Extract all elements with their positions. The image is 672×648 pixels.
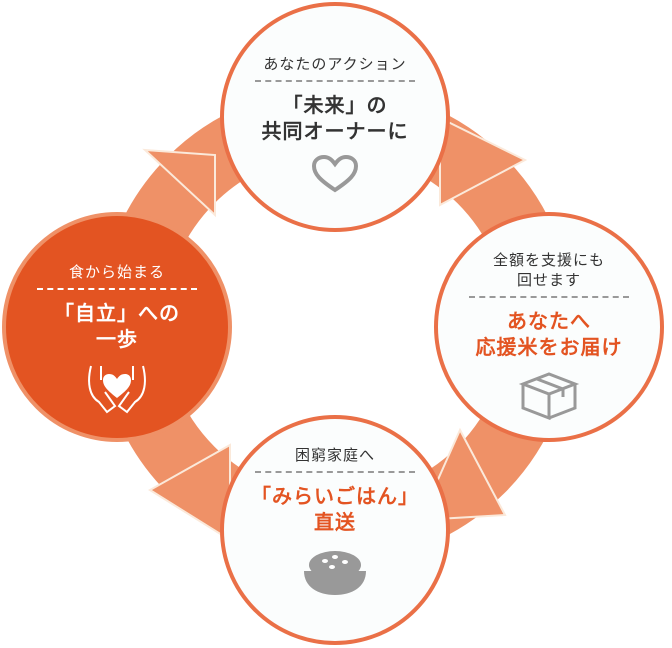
divider [255,471,415,473]
step-independence: 食から始まる 「自立」への 一歩 [2,212,232,442]
step-title: あなたへ [507,309,591,333]
divider [37,288,197,290]
divider [255,80,415,82]
step-title: 応援米をお届け [475,335,623,359]
rice-bowl-icon [304,551,366,595]
step-your-action: あなたのアクション 「未来」の 共同オーナーに [220,2,450,232]
step-subtitle: 食から始まる [68,263,165,281]
step-subtitle: 全額を支援にも [492,251,605,269]
arrow-top-left [142,148,216,218]
box-icon [518,372,580,420]
step-title: 「未来」の [282,93,388,117]
step-rice-delivery: 全額を支援にも 回せます あなたへ 応援米をお届け [434,212,664,442]
divider [469,296,629,298]
hands-heart-icon [88,365,146,414]
step-subtitle: 困窮家庭へ [294,446,375,464]
step-title: 直送 [314,510,356,534]
heart-icon [311,154,359,193]
step-family-delivery: 困窮家庭へ 「みらいごはん」 直送 [220,415,450,645]
step-title: 「みらいごはん」 [251,484,419,508]
step-subtitle: あなたのアクション [263,55,407,73]
step-title: 一歩 [96,327,138,351]
step-title: 共同オーナーに [261,119,409,143]
step-subtitle: 回せます [516,271,581,289]
step-title: 「自立」への [54,301,180,325]
